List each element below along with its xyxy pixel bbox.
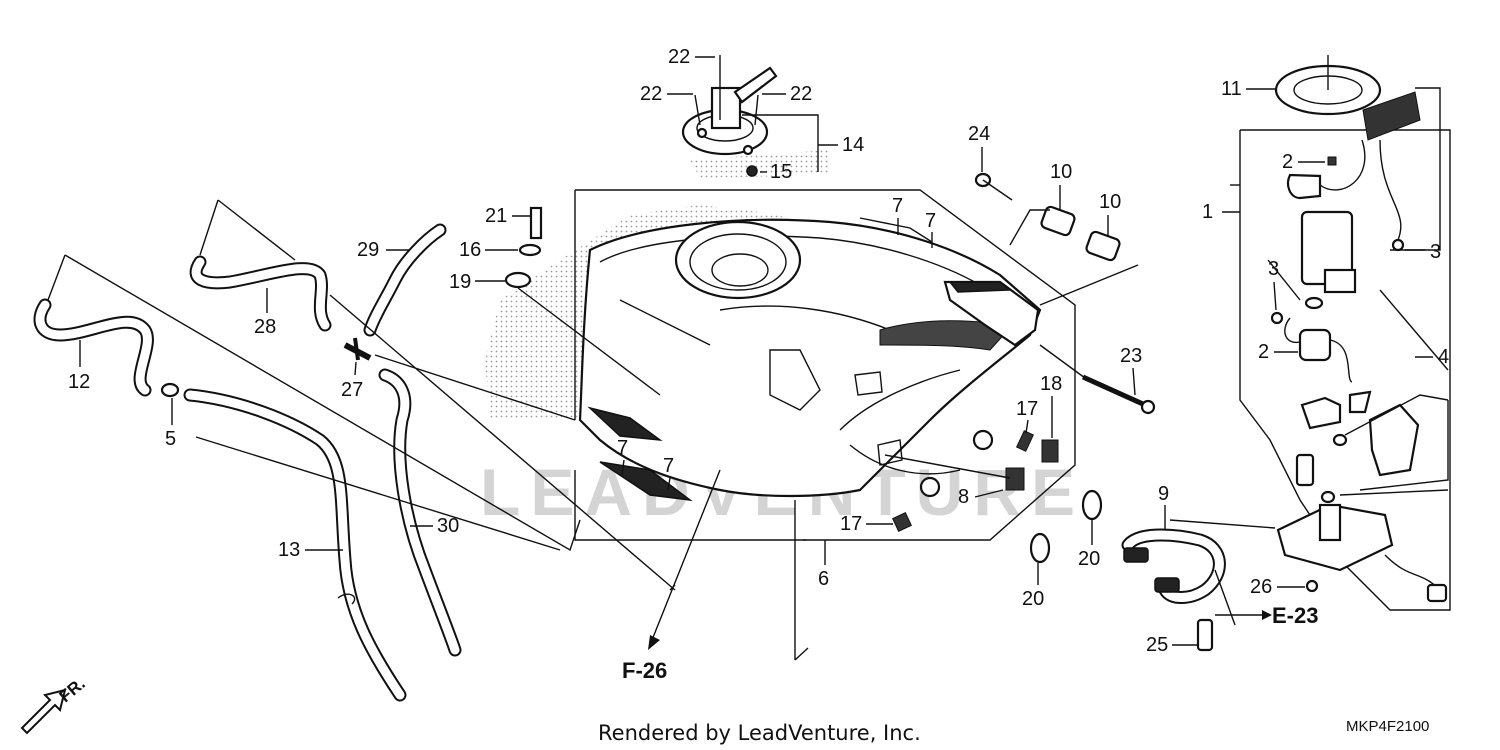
pad-17a [1016, 430, 1034, 452]
callout-14: 14 [842, 134, 864, 156]
callout-7: 7 [892, 195, 903, 217]
clip-5 [160, 382, 180, 398]
render-credit: Rendered by LeadVenture, Inc. [598, 721, 921, 745]
callout-5: 5 [165, 428, 176, 450]
grommet-20a [1029, 532, 1051, 564]
joint-27 [343, 337, 372, 361]
callout-10: 10 [1050, 161, 1072, 183]
callout-11: 11 [1221, 78, 1242, 100]
hose-12 [33, 298, 154, 397]
callout-26: 26 [1250, 576, 1272, 598]
callout-21: 21 [485, 205, 507, 227]
callout-2: 2 [1282, 151, 1293, 173]
hose-28 [189, 255, 332, 332]
bushing-10b [1085, 230, 1121, 262]
callout-10: 10 [1099, 191, 1121, 213]
bolt-16 [518, 243, 542, 257]
callout-13: 13 [278, 539, 300, 561]
callout-7: 7 [663, 455, 674, 477]
pad-8 [1005, 467, 1025, 491]
callout-23: 23 [1120, 345, 1142, 367]
front-direction-arrow [20, 688, 67, 735]
callout-12: 12 [68, 371, 90, 393]
callout-3: 3 [1268, 258, 1279, 280]
callout-6: 6 [818, 568, 829, 590]
callout-30: 30 [437, 515, 459, 537]
pad-18 [1041, 439, 1059, 463]
bolt-21 [529, 206, 543, 240]
callout-2: 2 [1258, 341, 1269, 363]
fuel-tank [578, 218, 1042, 498]
filler-cap [681, 55, 819, 177]
callout-17: 17 [1016, 398, 1038, 420]
callout-15: 15 [770, 161, 792, 183]
reference-e23[interactable]: E-23 [1272, 603, 1318, 628]
callout-16: 16 [459, 239, 481, 261]
hose-30 [378, 368, 462, 657]
pad-17b [892, 512, 912, 532]
grommet-20b [1081, 489, 1103, 521]
callout-27: 27 [341, 379, 363, 401]
callout-28: 28 [254, 316, 276, 338]
bushing-10a [1040, 205, 1076, 237]
fuel-line-9 [1121, 528, 1226, 604]
callout-20: 20 [1078, 548, 1100, 570]
callout-18: 18 [1040, 373, 1062, 395]
callout-19: 19 [449, 271, 471, 293]
reference-f26[interactable]: F-26 [622, 658, 667, 683]
callout-22: 22 [790, 83, 812, 105]
callout-22: 22 [668, 46, 690, 68]
callout-25: 25 [1146, 634, 1168, 656]
bolt-23 [1081, 374, 1147, 408]
connector-25 [1196, 618, 1214, 652]
callout-22: 22 [640, 83, 662, 105]
callout-1: 1 [1202, 201, 1213, 223]
callout-24: 24 [968, 123, 990, 145]
diagram-code: MKP4F2100 [1346, 718, 1429, 735]
hose-29 [363, 223, 447, 337]
shading-dots-cap [690, 150, 830, 178]
callout-9: 9 [1158, 483, 1169, 505]
callout-20: 20 [1022, 588, 1044, 610]
callout-4: 4 [1438, 346, 1449, 368]
callout-3: 3 [1430, 241, 1441, 263]
callout-7: 7 [617, 437, 628, 459]
hose-13 [183, 388, 407, 702]
callout-17: 17 [840, 513, 862, 535]
callout-7: 7 [925, 210, 936, 232]
fuel-pump-assembly [1267, 55, 1448, 603]
callout-29: 29 [357, 239, 379, 261]
tank-frame-outline [574, 189, 1076, 541]
callout-8: 8 [958, 486, 969, 508]
cap-19 [504, 271, 532, 289]
